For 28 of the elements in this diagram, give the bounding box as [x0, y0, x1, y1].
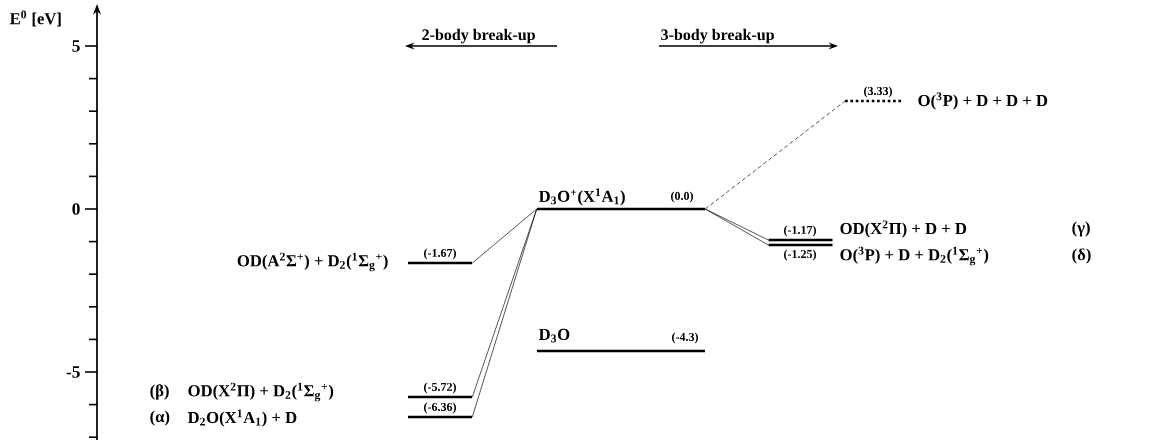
species-label: OD(X$^{2}$Π) + D + D	[840, 220, 967, 238]
channel-label: (δ)	[1072, 248, 1091, 264]
energy-value: (-1.17)	[784, 225, 816, 237]
energy-value: (0.0)	[671, 191, 693, 203]
energy-value: (-4.3)	[672, 332, 698, 344]
species-label: O($^{3}$P) + D + D + D	[918, 92, 1048, 110]
species-label: O($^{3}$P) + D + D$_{2}$($^{1}$Σ$_{g}$$^{+}$)	[840, 246, 989, 266]
heading: 2-body break-up	[422, 28, 535, 44]
tick-label: -5	[66, 366, 80, 378]
species-label: D$_{2}$O(X$^{1}$A$_{1}$) + D	[187, 409, 297, 427]
axis-title: E$^{0}$ [eV]	[9, 10, 61, 27]
channel-label: (γ)	[1072, 221, 1090, 237]
species-label: D$_{3}$O$^{+}$(X$^{1}$A$_{1}$)	[538, 188, 625, 206]
energy-value: (-1.25)	[784, 249, 816, 261]
species-label: OD(A$^{2}$Σ$^{+}$) + D$_{2}$($^{1}$Σ$_{g}$$^{+}$)	[237, 252, 388, 272]
tick-label: 5	[72, 40, 80, 52]
channel-label: (α)	[150, 410, 170, 426]
energy-value: (-6.36)	[424, 402, 456, 414]
energy-value: (-1.67)	[424, 248, 456, 260]
species-label: OD(X$^{2}$Π) + D$_{2}$($^{1}$Σ$_{g}$$^{+}$)	[188, 382, 334, 402]
tick-label: 0	[72, 203, 80, 215]
channel-label: (β)	[150, 384, 169, 400]
heading: 3-body break-up	[661, 28, 774, 44]
connector-line	[704, 100, 846, 210]
energy-value: (-5.72)	[424, 382, 456, 394]
energy-value: (3.33)	[864, 86, 892, 98]
connector-line	[471, 208, 538, 264]
species-label: D$_{3}$O	[538, 328, 570, 343]
